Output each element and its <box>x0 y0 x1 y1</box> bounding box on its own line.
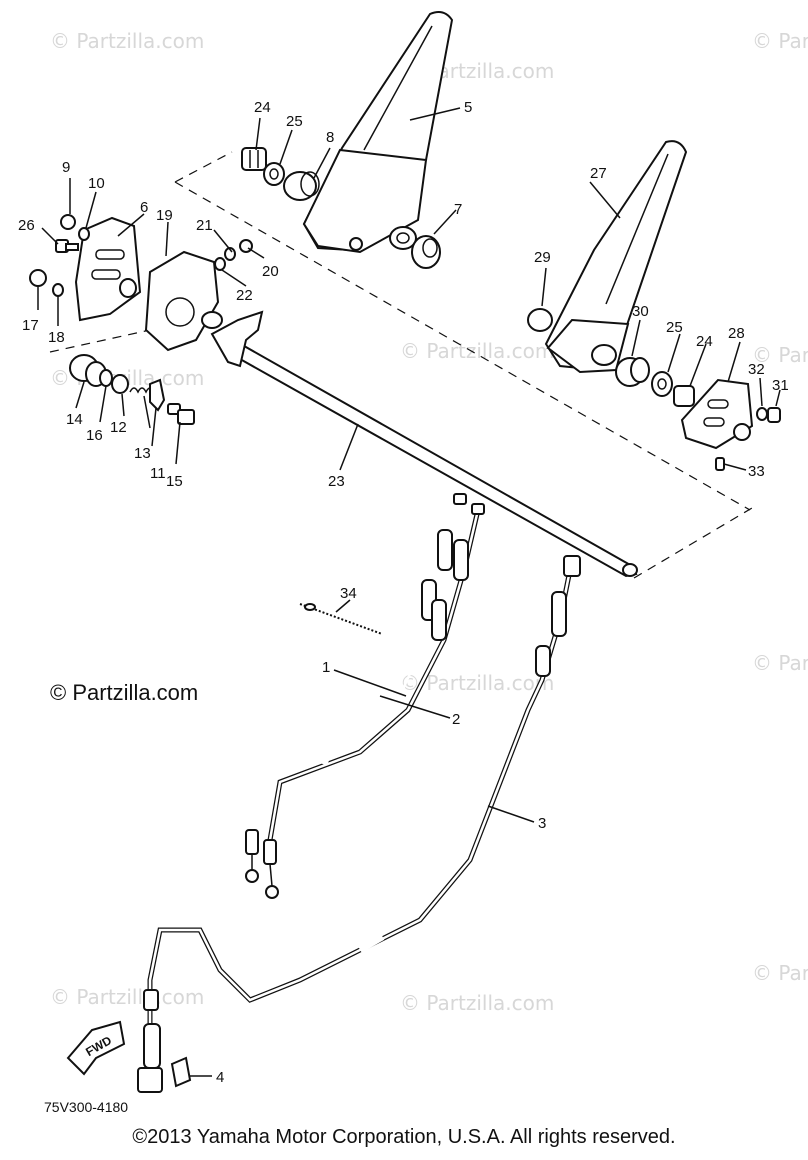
callout-label: 7 <box>454 201 462 218</box>
leader-lines <box>37 107 781 1077</box>
assembly-guide-line <box>174 151 233 183</box>
nut-24-right <box>673 385 695 407</box>
callout-label: 24 <box>254 99 271 116</box>
watermark: © Partzilla.com <box>752 343 808 367</box>
washer-32 <box>756 407 768 421</box>
pin-33 <box>715 457 725 471</box>
left-handle-grip <box>302 11 454 254</box>
callout-labels: 24 25 5 8 9 10 6 19 21 26 20 22 7 17 18 … <box>18 99 789 1086</box>
spring-12 <box>111 374 129 394</box>
callout-label: 11 <box>150 465 166 482</box>
washer-18 <box>52 283 64 297</box>
washer-22 <box>214 257 226 271</box>
callout-label: 9 <box>62 159 70 176</box>
cable-break <box>313 736 337 766</box>
callout-label: 29 <box>534 249 551 266</box>
callout-label: 14 <box>66 411 83 428</box>
callout-label: 4 <box>216 1069 224 1086</box>
watermark: © Partzilla.com <box>400 339 554 363</box>
callout-label: 12 <box>110 419 127 436</box>
callout-label: 28 <box>728 325 745 342</box>
callout-label: 27 <box>590 165 607 182</box>
throttle-cable-1 <box>245 493 467 883</box>
watermark: © Partzilla.com <box>752 961 808 985</box>
callout-label: 34 <box>340 585 357 602</box>
callout-label: 5 <box>464 99 472 116</box>
callout-label: 31 <box>772 377 789 394</box>
callout-label: 22 <box>236 287 253 304</box>
watermark: © Partzilla.com <box>400 991 554 1015</box>
callout-label: 23 <box>328 473 345 490</box>
callout-label: 17 <box>22 317 39 334</box>
copyright-notice: ©2013 Yamaha Motor Corporation, U.S.A. A… <box>132 1126 676 1148</box>
washer-25-left <box>263 162 285 186</box>
bolt-26 <box>55 239 79 253</box>
callout-label: 25 <box>666 319 683 336</box>
callout-label: 26 <box>18 217 35 234</box>
diagram-code: 75V300-4180 <box>44 1099 128 1115</box>
callout-label: 33 <box>748 463 765 480</box>
right-handle-grip <box>544 140 688 374</box>
washer-21 <box>224 247 236 261</box>
callout-label: 25 <box>286 113 303 130</box>
callout-label: 1 <box>322 659 330 676</box>
nut-17 <box>29 269 47 287</box>
watermark: © Partzilla.com <box>50 985 204 1009</box>
chain-34 <box>299 603 383 635</box>
callout-label: 32 <box>748 361 765 378</box>
watermark: © Partzilla.com <box>752 651 808 675</box>
bushing-7 <box>411 235 441 269</box>
nut-24-left <box>241 147 267 171</box>
throttle-cable-2 <box>263 503 485 899</box>
callout-label: 19 <box>156 207 173 224</box>
callout-label: 24 <box>696 333 713 350</box>
callout-label: 13 <box>134 445 151 462</box>
washer-16 <box>99 369 113 387</box>
bolt-15 <box>167 403 195 425</box>
partzilla-logo-text: © Partzilla.com <box>50 680 198 705</box>
assembly-guide-line <box>633 507 753 579</box>
callout-label: 16 <box>86 427 103 444</box>
washer-25-right <box>651 371 673 397</box>
callout-label: 6 <box>140 199 148 216</box>
bracket-6 <box>74 216 142 322</box>
shaft-23 <box>210 310 638 578</box>
bracket-28 <box>680 378 754 450</box>
washer-10 <box>78 227 90 241</box>
callout-label: 10 <box>88 175 105 192</box>
callout-label: 15 <box>166 473 183 490</box>
callout-label: 2 <box>452 711 460 728</box>
collar-30 <box>615 357 650 387</box>
callout-label: 20 <box>262 263 279 280</box>
assembly-guide-line <box>49 329 151 353</box>
fwd-arrow: FWD <box>66 1020 126 1076</box>
bushing-29 <box>527 308 553 332</box>
watermark-group: © Partzilla.com © Partzilla.com © Partzi… <box>50 29 808 1015</box>
parts-diagram: © Partzilla.com © Partzilla.com © Partzi… <box>18 11 808 1115</box>
cable-3 <box>137 555 581 1093</box>
watermark: © Partzilla.com <box>752 29 808 53</box>
callout-label: 3 <box>538 815 546 832</box>
nut-31 <box>767 407 781 423</box>
assembly-guide-line <box>174 181 751 511</box>
collar-8 <box>283 171 320 201</box>
watermark: © Partzilla.com <box>50 29 204 53</box>
cable-break <box>355 929 385 953</box>
callout-label: 30 <box>632 303 649 320</box>
lever-11 <box>149 378 166 412</box>
callout-label: 21 <box>196 217 213 234</box>
clip-4 <box>170 1056 192 1088</box>
nut-9 <box>60 214 76 230</box>
callout-label: 18 <box>48 329 65 346</box>
throttle-housing-19 <box>144 250 223 352</box>
callout-label: 8 <box>326 129 334 146</box>
